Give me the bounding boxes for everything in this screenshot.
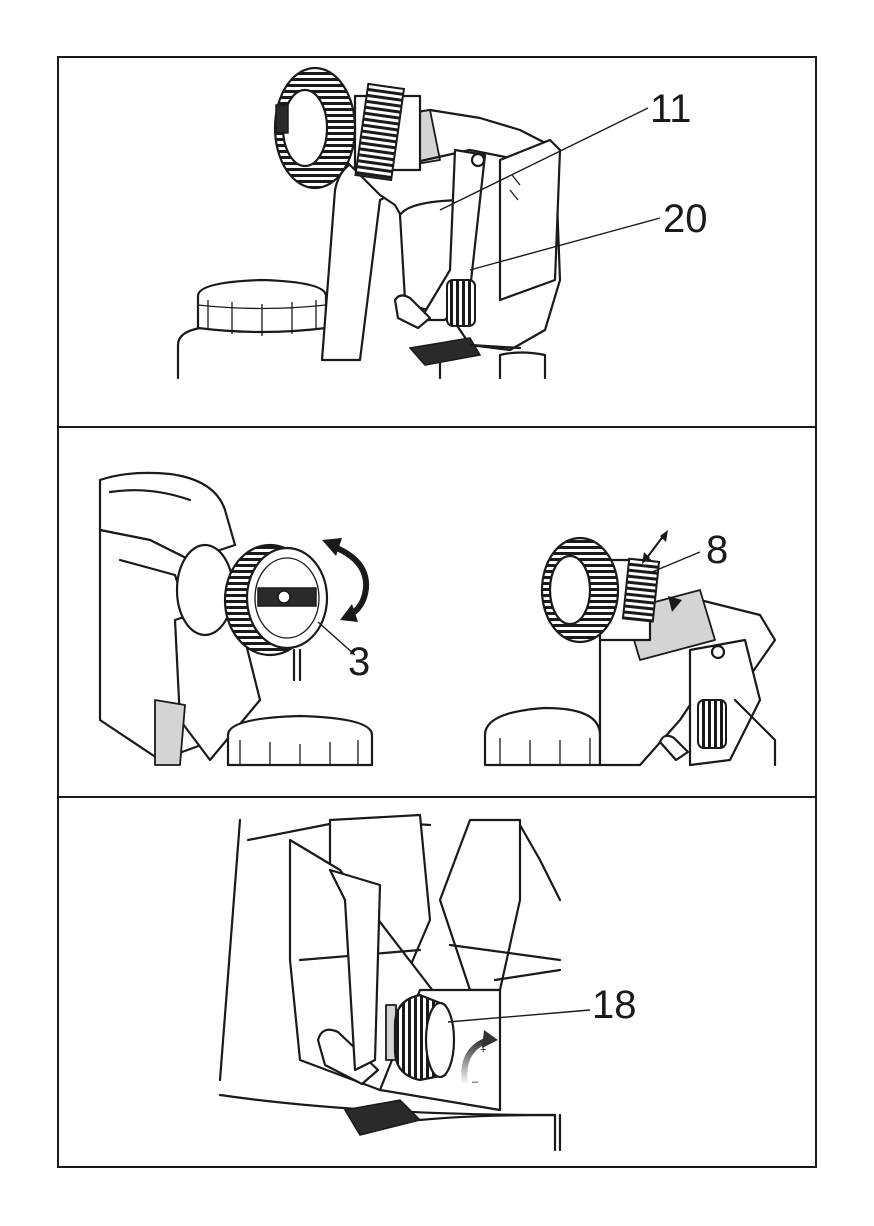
nozzle-cap-icon xyxy=(247,548,327,648)
double-arrow-icon xyxy=(642,530,668,564)
knob-icon xyxy=(447,280,475,326)
panel-bottom-illustration: + – xyxy=(220,815,560,1150)
nozzle-ring-icon xyxy=(275,68,355,188)
rotate-arrow-icon xyxy=(322,538,366,622)
callout-label-18: 18 xyxy=(592,983,637,1027)
container-lid xyxy=(198,280,326,336)
callout-label-8: 8 xyxy=(706,528,728,572)
callout-label-20: 20 xyxy=(663,197,708,241)
plus-mark: + xyxy=(480,1044,486,1056)
minus-mark: – xyxy=(472,1076,479,1088)
adjustment-knob-icon xyxy=(395,995,454,1080)
panel-middle-right-illustration xyxy=(485,530,775,765)
panel-middle-left-illustration xyxy=(100,473,372,765)
callout-3: 3 xyxy=(318,622,370,684)
callout-label-3: 3 xyxy=(348,640,370,684)
callout-label-11: 11 xyxy=(650,87,692,131)
panel-top-illustration xyxy=(178,68,560,378)
